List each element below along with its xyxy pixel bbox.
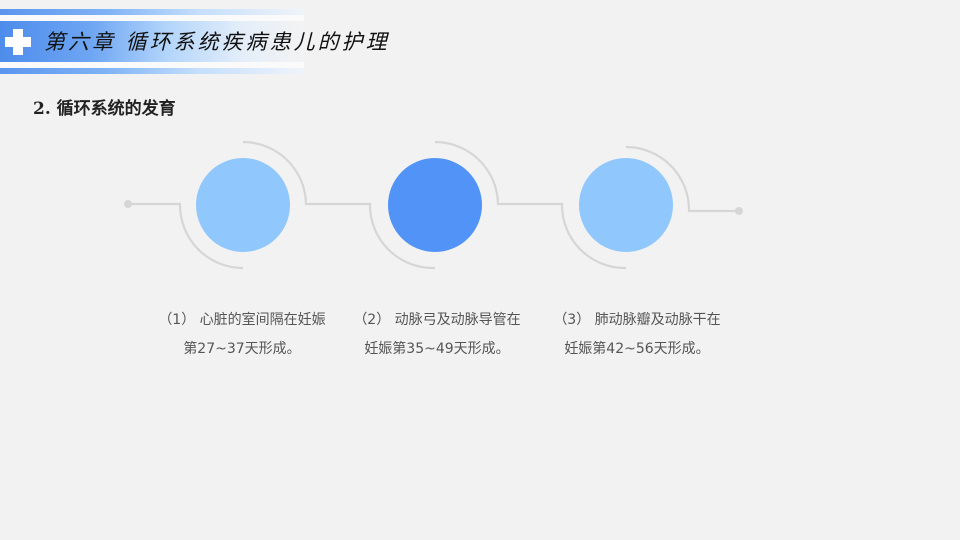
connector-line	[434, 140, 627, 270]
connector-line	[128, 202, 244, 270]
connector-line	[242, 140, 436, 270]
node-3-description: （3） 肺动脉瓣及动脉干在妊娠第42~56天形成。	[553, 312, 721, 357]
header-top-divider	[0, 15, 304, 21]
chapter-title: 第六章 循环系统疾病患儿的护理	[44, 30, 390, 54]
connector-line	[625, 145, 739, 213]
header-bottom-divider	[0, 62, 304, 68]
header-bottom-stripe	[0, 68, 304, 74]
timeline-node-2	[388, 158, 482, 252]
start-dot-icon	[124, 200, 132, 208]
section-title: 2. 循环系统的发育	[33, 99, 176, 119]
timeline-node-3	[579, 158, 673, 252]
timeline-node-1	[196, 158, 290, 252]
node-1-description: （1） 心脏的室间隔在妊娠第27~37天形成。	[158, 312, 326, 357]
header-bar	[0, 21, 304, 62]
medical-cross-icon	[5, 29, 31, 55]
end-dot-icon	[735, 207, 743, 215]
header-top-stripe	[0, 9, 304, 15]
node-2-description: （2） 动脉弓及动脉导管在妊娠第35~49天形成。	[353, 312, 521, 357]
